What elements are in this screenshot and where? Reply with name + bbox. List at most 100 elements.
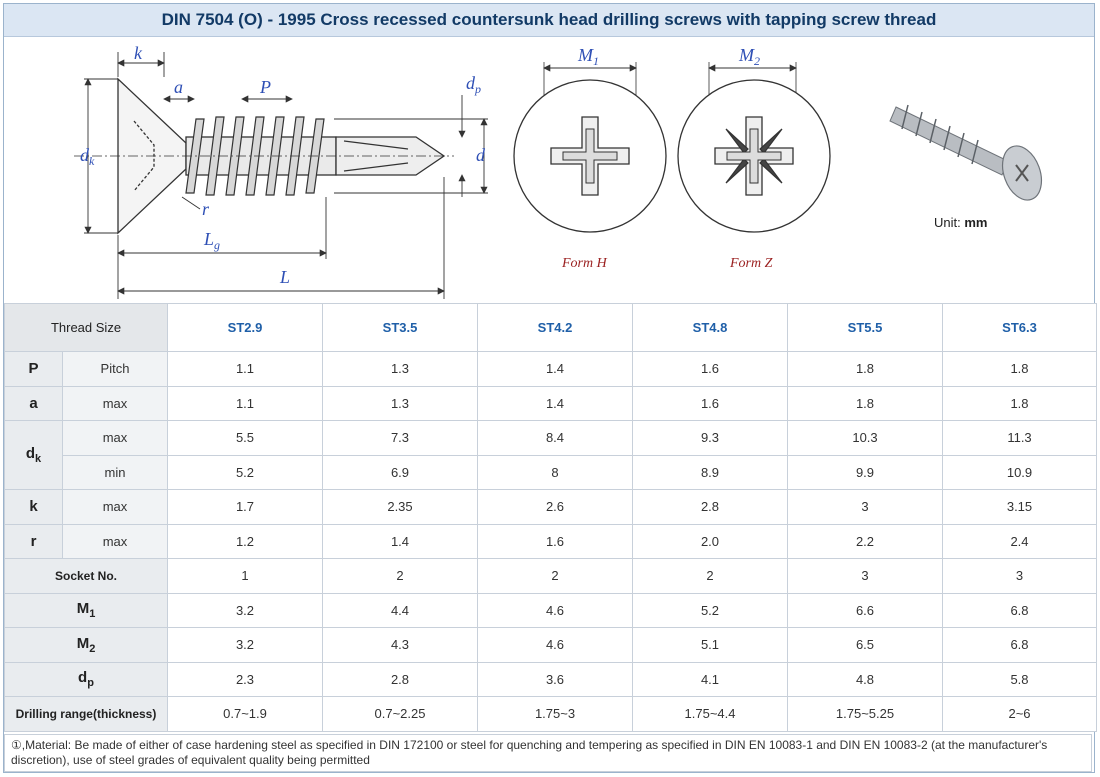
row-qualifier: max [62, 523, 168, 559]
cell-value: 1.6 [477, 523, 633, 559]
row-label: Drilling range(thickness) [4, 696, 168, 732]
table-row: r max 1.2 1.4 1.6 2.0 2.2 2.4 [4, 523, 1097, 559]
screw-product-image [889, 104, 1043, 201]
cell-value: 4.4 [322, 592, 478, 628]
cell-value: 1.2 [167, 523, 323, 559]
label-d: d [476, 145, 486, 165]
technical-drawing: k a P dp dk d r Lg L M1 Form H M2 [74, 43, 1043, 299]
cell-value: 4.6 [477, 592, 633, 628]
cell-value: 2.3 [167, 661, 323, 697]
row-label: dp [4, 661, 168, 697]
cell-value: 2.2 [787, 523, 943, 559]
row-symbol: k [4, 489, 63, 525]
cell-value: 8 [477, 454, 633, 490]
unit-note: Unit: mm [934, 215, 988, 230]
row-symbol: P [4, 351, 63, 387]
cell-value: 2~6 [942, 696, 1097, 732]
cell-value: 2.8 [632, 489, 788, 525]
cell-value: 11.3 [942, 420, 1097, 456]
material-note: ①,Material: Be made of either of case ha… [4, 734, 1092, 772]
form-h-head-view: M1 Form H [513, 45, 667, 271]
cell-value: 2 [477, 558, 633, 594]
cell-value: 8.4 [477, 420, 633, 456]
row-qualifier: max [62, 385, 168, 421]
screw-side-view [74, 77, 454, 235]
cell-value: 1.3 [322, 385, 478, 421]
table-row: Drilling range(thickness) 0.7~1.9 0.7~2.… [4, 696, 1097, 732]
specification-table: Thread Size ST2.9 ST3.5 ST4.2 ST4.8 ST5.… [4, 303, 1097, 732]
label-r: r [202, 199, 210, 219]
cell-value: 1.6 [632, 351, 788, 387]
form-z-head-view: M2 Form Z [677, 45, 831, 271]
table-row: dk max 5.5 7.3 8.4 9.3 10.3 11.3 [4, 420, 1097, 490]
cell-value: 1.3 [322, 351, 478, 387]
cell-value: 2.0 [632, 523, 788, 559]
label-dk: dk [80, 145, 95, 168]
row-qualifier: min [62, 454, 168, 490]
cell-value: 10.3 [787, 420, 943, 456]
cell-value: 1.4 [322, 523, 478, 559]
cell-value: 1.4 [477, 385, 633, 421]
cell-value: 1.8 [942, 351, 1097, 387]
cell-value: 4.8 [787, 661, 943, 697]
cell-value: 4.3 [322, 627, 478, 663]
row-label: Socket No. [4, 558, 168, 594]
cell-value: 3 [787, 489, 943, 525]
size-header: ST3.5 [322, 303, 478, 352]
cell-value: 1.1 [167, 385, 323, 421]
cell-value: 2.8 [322, 661, 478, 697]
cell-value: 2 [322, 558, 478, 594]
cell-value: 5.2 [632, 592, 788, 628]
header-row: Thread Size ST2.9 ST3.5 ST4.2 ST4.8 ST5.… [4, 303, 1097, 352]
label-dp: dp [466, 73, 481, 96]
cell-value: 5.1 [632, 627, 788, 663]
cell-value: 6.9 [322, 454, 478, 490]
cell-value: 5.2 [167, 454, 323, 490]
table-row: min 5.2 6.9 8 8.9 9.9 10.9 [5, 454, 1097, 490]
form-h-label: Form H [561, 256, 608, 271]
cell-value: 1.4 [477, 351, 633, 387]
cell-value: 2.4 [942, 523, 1097, 559]
row-qualifier: max [62, 489, 168, 525]
screw-diagram: k a P dp dk d r Lg L M1 Form H M2 [4, 37, 1094, 302]
cell-value: 6.6 [787, 592, 943, 628]
cell-value: 6.8 [942, 627, 1097, 663]
table-row: P Pitch 1.1 1.3 1.4 1.6 1.8 1.8 [4, 351, 1097, 387]
cell-value: 4.6 [477, 627, 633, 663]
cell-value: 1.75~5.25 [787, 696, 943, 732]
label-Lg: Lg [203, 229, 220, 252]
cell-value: 3 [787, 558, 943, 594]
cell-value: 1.75~3 [477, 696, 633, 732]
table-row: k max 1.7 2.35 2.6 2.8 3 3.15 [4, 489, 1097, 525]
row-symbol: dk [4, 420, 63, 490]
cell-value: 9.9 [787, 454, 943, 490]
row-symbol: r [4, 523, 63, 559]
cell-value: 5.5 [167, 420, 323, 456]
form-z-label: Form Z [729, 256, 773, 271]
cell-value: 1.8 [787, 351, 943, 387]
label-a: a [174, 77, 183, 97]
cell-value: 7.3 [322, 420, 478, 456]
size-header: ST6.3 [942, 303, 1097, 352]
table-row: a max 1.1 1.3 1.4 1.6 1.8 1.8 [4, 385, 1097, 421]
cell-value: 6.5 [787, 627, 943, 663]
label-P: P [259, 77, 271, 97]
cell-value: 5.8 [942, 661, 1097, 697]
cell-value: 3.6 [477, 661, 633, 697]
row-label: M1 [4, 592, 168, 628]
cell-value: 4.1 [632, 661, 788, 697]
page-title: DIN 7504 (O) - 1995 Cross recessed count… [4, 4, 1094, 37]
size-header: ST4.8 [632, 303, 788, 352]
cell-value: 1.75~4.4 [632, 696, 788, 732]
cell-value: 2.6 [477, 489, 633, 525]
cell-value: 0.7~1.9 [167, 696, 323, 732]
cell-value: 1.6 [632, 385, 788, 421]
label-k: k [134, 43, 143, 63]
row-qualifier: Pitch [62, 351, 168, 387]
size-header: ST5.5 [787, 303, 943, 352]
size-header: ST4.2 [477, 303, 633, 352]
cell-value: 1.8 [942, 385, 1097, 421]
cell-value: 8.9 [632, 454, 788, 490]
cell-value: 2 [632, 558, 788, 594]
cell-value: 1.8 [787, 385, 943, 421]
